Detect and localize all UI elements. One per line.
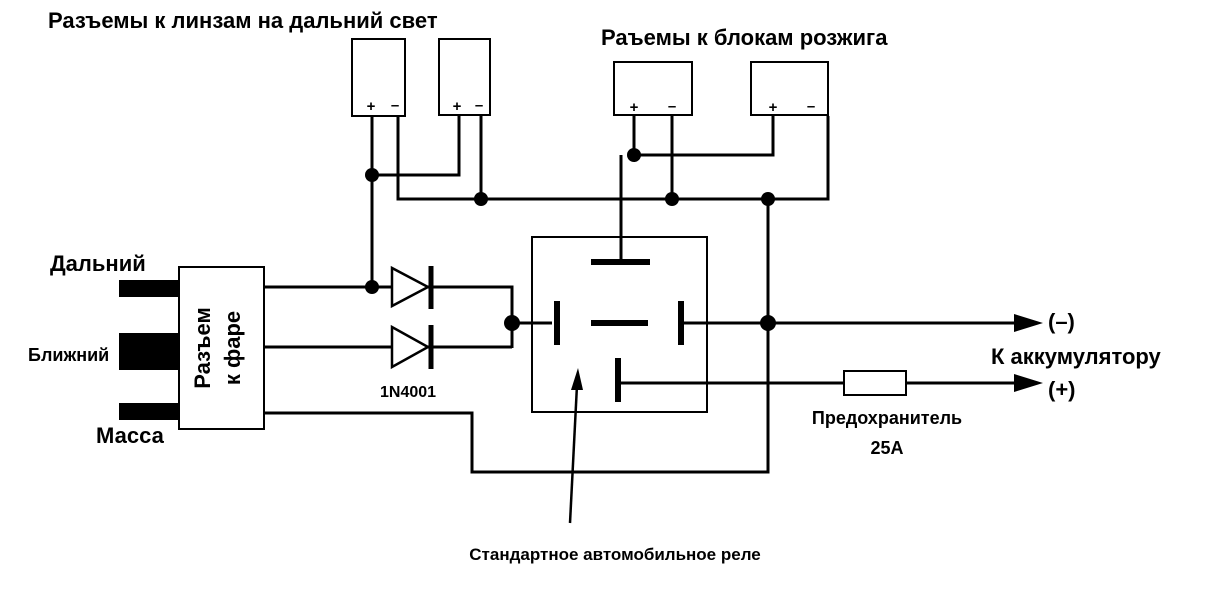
ignition-connector-1: + – (613, 61, 693, 116)
diode-low (390, 324, 434, 370)
headlight-connector: Разъем к фаре (178, 266, 265, 430)
wire-minus-bus (396, 116, 830, 201)
headlight-connector-label-2: к фаре (220, 311, 245, 385)
wire-ign-plus (632, 116, 775, 157)
diode-high (390, 265, 434, 309)
fuse-rating-label: 25А (870, 438, 903, 458)
headlight-connector-label-1: Разъем (190, 307, 215, 389)
lens-connector-1: + – (351, 38, 406, 117)
junction-dot (760, 315, 776, 331)
fuse-symbol (843, 370, 907, 396)
pin-low-beam (119, 333, 181, 370)
minus-sign: – (475, 97, 483, 114)
lens-connector-2: + – (438, 38, 491, 116)
junction-dots (365, 148, 776, 331)
diode-model-label: 1N4001 (380, 384, 436, 401)
plus-terminal-label: (+) (1048, 377, 1076, 402)
junction-dot (665, 192, 679, 206)
ignition-connectors-label: Раъемы к блокам розжига (601, 25, 888, 50)
junction-dot (365, 168, 379, 182)
arrow-plus (1014, 374, 1043, 392)
relay (531, 236, 708, 413)
junction-dot (474, 192, 488, 206)
low-beam-label: Ближний (28, 345, 109, 365)
junction-dot (761, 192, 775, 206)
arrow-minus (1014, 314, 1043, 332)
minus-sign: – (668, 98, 676, 115)
ignition-connector-2: + – (750, 61, 829, 116)
junction-dot (627, 148, 641, 162)
high-beam-label: Дальний (50, 251, 146, 276)
wire-ground-return (264, 199, 770, 474)
relay-pointer (568, 368, 583, 524)
fuse-label: Предохранитель (812, 408, 962, 428)
ground-label: Масса (96, 423, 165, 448)
plus-sign: + (367, 98, 376, 115)
junction-dot (504, 315, 520, 331)
minus-terminal-label: (–) (1048, 309, 1075, 334)
wire-lens2-plus (372, 116, 461, 177)
plus-sign: + (769, 99, 778, 116)
plus-sign: + (453, 98, 462, 115)
wire-high-beam (264, 285, 514, 348)
minus-sign: – (807, 98, 815, 115)
plus-sign: + (630, 99, 639, 116)
lens-connectors-label: Разъемы к линзам на дальний свет (48, 8, 438, 33)
pin-ground (119, 403, 181, 420)
to-battery-label: К аккумулятору (991, 344, 1162, 369)
junction-dot (365, 280, 379, 294)
minus-sign: – (391, 97, 399, 114)
pin-high-beam (119, 280, 181, 297)
relay-label: Стандартное автомобильное реле (469, 545, 760, 564)
